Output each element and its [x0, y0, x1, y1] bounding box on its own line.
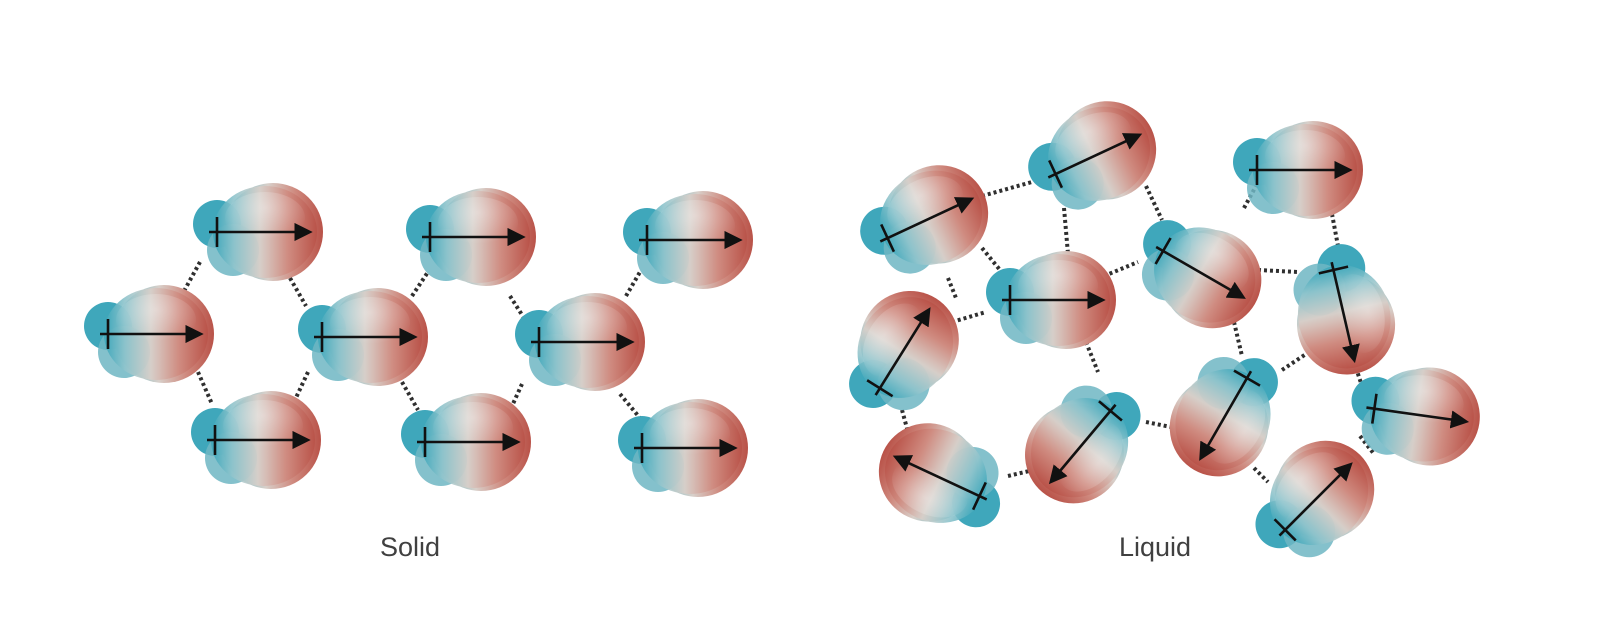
hydrogen-bond [292, 371, 310, 403]
water-molecule [860, 165, 989, 274]
water-molecule [849, 291, 959, 411]
dipole-arrow [1330, 261, 1360, 364]
water-molecule [191, 391, 321, 489]
dipole-arrow [879, 197, 975, 243]
plus-sign [866, 379, 894, 398]
water-molecule [1141, 220, 1262, 329]
plus-sign [1098, 400, 1123, 422]
water-molecule [298, 288, 428, 386]
water-molecule [406, 188, 536, 286]
solid-label: Solid [380, 532, 440, 562]
hydrogen-bond [1280, 352, 1308, 372]
water-molecule [623, 191, 753, 289]
hydrogen-bond [1103, 260, 1139, 278]
plus-sign [1273, 518, 1297, 542]
hydrogen-bond [624, 270, 642, 298]
hydrogen-bonds [176, 180, 1376, 484]
hydrogen-bond [981, 180, 1033, 198]
water-molecule [986, 251, 1116, 349]
plus-sign [1048, 159, 1064, 189]
hydrogen-bond [618, 392, 642, 420]
water-molecule [515, 293, 645, 391]
plus-sign [1233, 369, 1261, 387]
water-molecules [84, 101, 1480, 558]
water-molecule [1351, 367, 1480, 466]
dipole-arrow [1155, 245, 1246, 299]
hydrogen-bond [510, 383, 524, 407]
hydrogen-bond [951, 310, 987, 324]
plus-sign [1318, 265, 1349, 275]
hydrogen-bond [1330, 213, 1340, 247]
dipole-arrow [874, 307, 931, 396]
dipole-arrow [1366, 406, 1470, 429]
hydrogen-bond [508, 294, 526, 320]
water-molecule [84, 285, 214, 383]
hydrogen-bond [1352, 361, 1364, 387]
water-molecule [401, 393, 531, 491]
hydrogen-bond [400, 381, 420, 411]
dipole-arrow [1199, 370, 1253, 461]
water-molecule [1028, 101, 1157, 210]
dipole-arrow [1047, 133, 1143, 179]
hydrogen-bond [1257, 268, 1299, 274]
plus-sign [1154, 237, 1172, 265]
hydrogen-bond [1358, 434, 1376, 456]
dipole-arrow [892, 455, 988, 501]
hydrogen-bond [410, 270, 430, 298]
hydrogen-bond [1144, 185, 1164, 221]
water-molecule [193, 183, 323, 281]
water-molecule [1255, 440, 1375, 558]
hydrogen-bond [1232, 321, 1244, 357]
water-molecule [1233, 121, 1363, 219]
plus-sign [971, 481, 987, 511]
hydrogen-bond [288, 277, 308, 307]
plus-sign [880, 223, 896, 253]
hydrogen-bond [1062, 207, 1070, 255]
plus-sign [1370, 393, 1378, 424]
water-molecule [878, 423, 1001, 528]
water-molecule [1293, 244, 1396, 375]
dipole-arrow [1048, 403, 1117, 485]
hydrogen-bond [1084, 341, 1100, 373]
hydrogen-bond [196, 371, 214, 405]
water-molecule [1169, 356, 1278, 477]
hydrogen-bond [1252, 466, 1270, 484]
water-molecule [618, 399, 748, 497]
liquid-label: Liquid [1119, 532, 1191, 562]
dipole-arrow [1278, 462, 1353, 537]
hydrogen-bond [946, 277, 958, 299]
water-molecule [1025, 385, 1141, 504]
hydrogen-bond [980, 246, 1002, 272]
